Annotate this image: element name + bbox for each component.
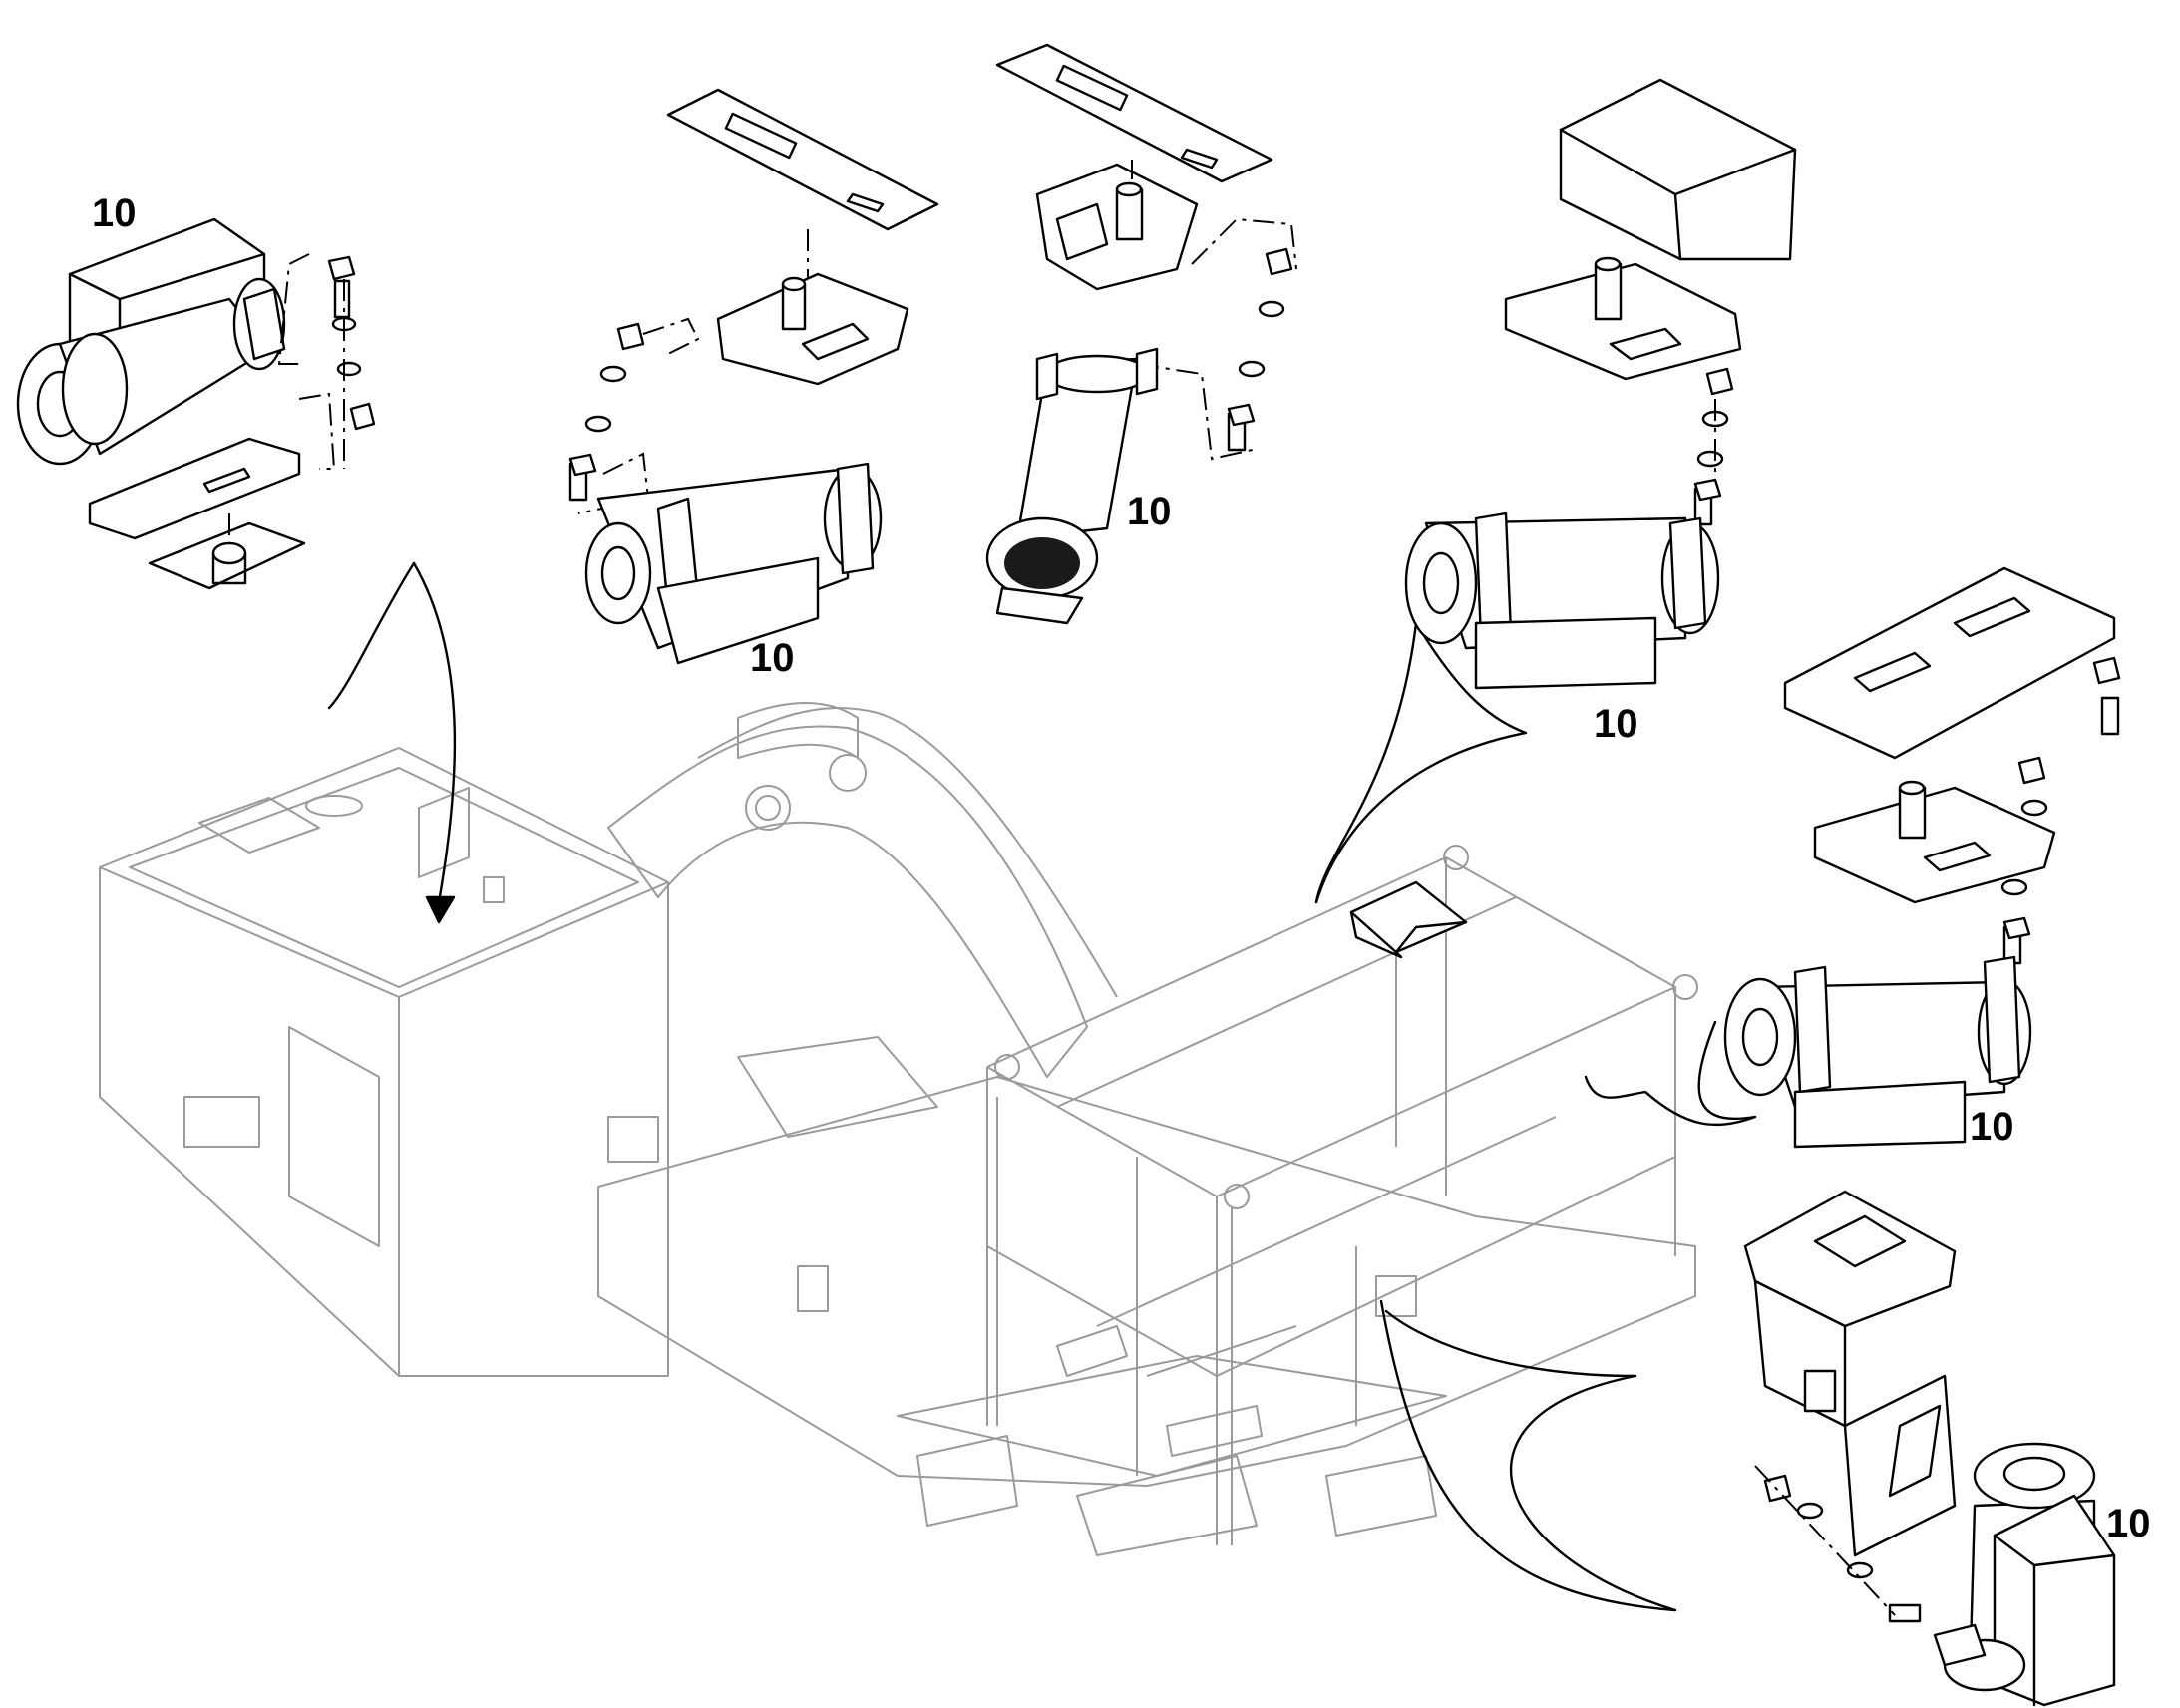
- air-filter-assembly-4: [1404, 78, 1797, 690]
- callout-10-filter-top-center: 10: [1127, 490, 1172, 533]
- callout-10-filter-top-right: 10: [1594, 702, 1638, 746]
- chassis-frame: [597, 1076, 1696, 1556]
- callout-10-filter-bottom-right: 10: [2106, 1502, 2151, 1545]
- leader-bottom-right: [1379, 1299, 1677, 1612]
- air-filter-assembly-5: [1723, 566, 2121, 1149]
- engine-housing-box: [99, 747, 669, 1377]
- machine-base: [99, 702, 1698, 1556]
- air-filter-assembly-2: [568, 88, 939, 665]
- boom-arms: [607, 702, 1118, 1138]
- cab-top-mount-bracket: [1349, 880, 1468, 959]
- leader-top-right: [1314, 621, 1528, 904]
- cab-frame-cage: [986, 845, 1698, 1545]
- pointer-leaders: [327, 561, 1757, 1612]
- air-filter-assembly-6: [1743, 1190, 2116, 1707]
- callout-10-filter-top-center-left: 10: [750, 636, 795, 680]
- leader-top-left: [412, 561, 457, 904]
- air-filter-assembly-3: [985, 43, 1297, 625]
- leader-right-middle: [1584, 1020, 1757, 1127]
- callout-10-filter-right-middle: 10: [1970, 1105, 2014, 1149]
- air-filter-assembly-1: [16, 217, 376, 590]
- callout-10-filter-top-left: 10: [92, 191, 137, 235]
